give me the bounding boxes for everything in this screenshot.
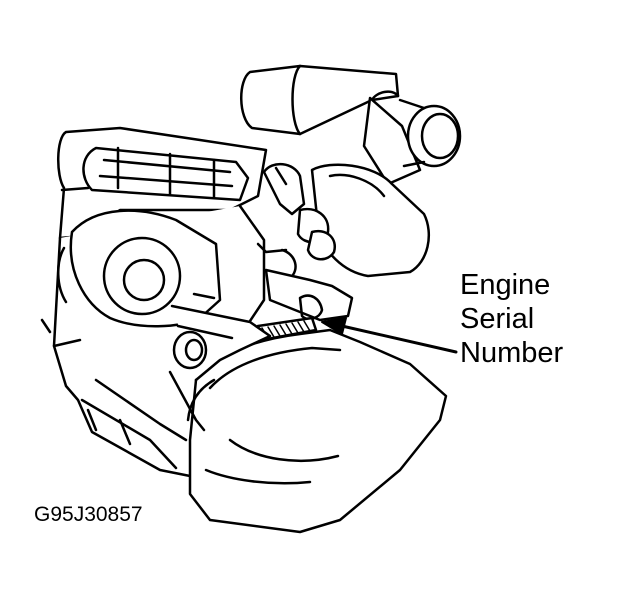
callout-line-3: Number [460,337,564,369]
intake-manifold [256,163,431,322]
air-cleaner [240,64,462,186]
transmission [186,328,448,534]
callout-line-2: Serial [460,303,535,335]
cylinder-head [56,126,268,240]
callout-line-1: Engine [460,269,551,301]
figure-id: G95J30857 [34,503,143,526]
turbocharger [40,209,222,334]
exhaust-pipe [168,304,272,432]
serial-number-arrow [321,317,458,354]
engine-serial-number-label: Engine Serial Number [460,268,563,370]
